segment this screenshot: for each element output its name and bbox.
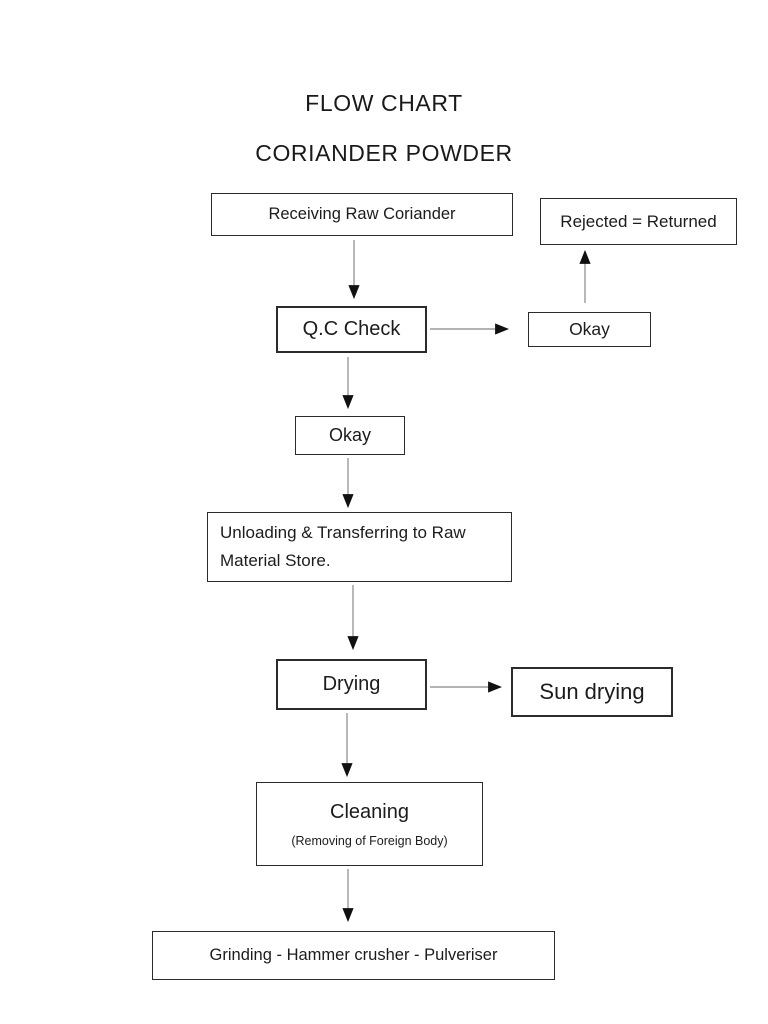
node-okay-branch: Okay xyxy=(528,312,651,347)
page-title: FLOW CHART xyxy=(305,90,463,116)
node-unloading-transferring: Unloading & Transferring to Raw Material… xyxy=(207,512,512,582)
node-qc-check: Q.C Check xyxy=(276,306,427,353)
node-cleaning: Cleaning (Removing of Foreign Body) xyxy=(256,782,483,866)
node-okay-pass: Okay xyxy=(295,416,405,455)
node-cleaning-note: (Removing of Foreign Body) xyxy=(291,833,448,848)
node-sun-drying: Sun drying xyxy=(511,667,673,717)
node-cleaning-label: Cleaning xyxy=(330,800,409,823)
page-subtitle: CORIANDER POWDER xyxy=(255,140,513,166)
node-grinding-hammer-crusher: Grinding - Hammer crusher - Pulveriser xyxy=(152,931,555,980)
node-drying: Drying xyxy=(276,659,427,710)
node-receiving-raw-coriander: Receiving Raw Coriander xyxy=(211,193,513,236)
node-rejected-returned: Rejected = Returned xyxy=(540,198,737,245)
